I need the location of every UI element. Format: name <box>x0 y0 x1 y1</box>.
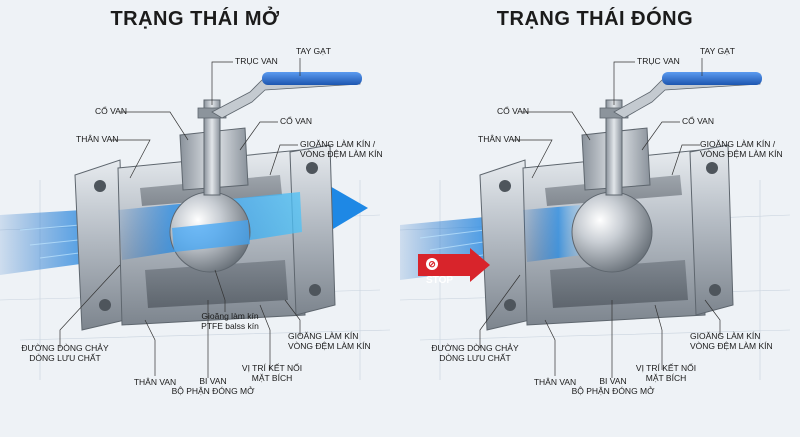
open-valve <box>0 72 368 331</box>
open-title: TRẠNG THÁI MỞ <box>110 8 280 30</box>
stop-badge: ⊘ STOP <box>426 257 468 286</box>
right-flange-closed <box>689 144 734 316</box>
label-handle: TAY GẠT <box>296 46 331 56</box>
label-bonnet: CỔ VAN <box>95 106 127 116</box>
handle-grip-closed <box>662 72 762 85</box>
no-entry-icon: ⊘ <box>426 258 438 271</box>
label-seat-seal: Gioăng làm kín PTFE balss kín <box>201 311 259 331</box>
ball-closed <box>571 191 653 273</box>
label-body-top-closed: THÂN VAN <box>478 134 521 144</box>
label-ball-closed: BI VAN BỘ PHẬN ĐÓNG MỞ <box>571 376 655 396</box>
label-body-bottom: THÂN VAN <box>133 377 177 387</box>
leader-lines <box>59 58 721 378</box>
closed-title: TRẠNG THÁI ĐÓNG <box>496 8 694 30</box>
label-bottom-seal: GIOĂNG LÀM KÍN VÒNG ĐỆM LÀM KÍN <box>288 331 371 351</box>
label-body-bottom-closed: THÂN VAN <box>533 377 577 387</box>
label-body-top: THÂN VAN <box>76 134 119 144</box>
label-bonnet-right-closed: CỔ VAN <box>682 116 714 126</box>
label-handle-closed: TAY GẠT <box>700 46 735 56</box>
flow-arrow-head <box>328 185 368 232</box>
label-gland-seal-closed: GIOĂNG LÀM KÍN / VÒNG ĐỆM LÀM KÍN <box>700 139 783 159</box>
label-gland-seal: GIOĂNG LÀM KÍN / VÒNG ĐỆM LÀM KÍN <box>300 139 383 159</box>
right-flange <box>289 144 336 316</box>
label-ball: BI VAN BỘ PHẬN ĐÓNG MỞ <box>171 376 255 396</box>
label-bonnet-closed: CỔ VAN <box>497 106 529 116</box>
stop-text: STOP <box>426 275 454 286</box>
handle-grip <box>262 72 362 85</box>
closed-valve <box>400 72 762 331</box>
stop-arrow <box>418 248 490 282</box>
label-flow-path: ĐƯỜNG DÒNG CHẢY DÒNG LƯU CHẤT <box>21 343 109 363</box>
label-flange-pos-closed: VỊ TRÍ KẾT NỐI MẶT BÍCH <box>635 363 697 383</box>
label-stem: TRỤC VAN <box>235 56 278 66</box>
label-stem-closed: TRỤC VAN <box>637 56 680 66</box>
label-bonnet-right: CỔ VAN <box>280 116 312 126</box>
label-flow-path-closed: ĐƯỜNG DÒNG CHẢY DÒNG LƯU CHẤT <box>431 343 519 363</box>
label-flange-pos: VỊ TRÍ KẾT NỐI MẶT BÍCH <box>241 363 303 383</box>
label-bottom-seal-closed: GIOĂNG LÀM KÍN VÒNG ĐỆM LÀM KÍN <box>690 331 773 351</box>
